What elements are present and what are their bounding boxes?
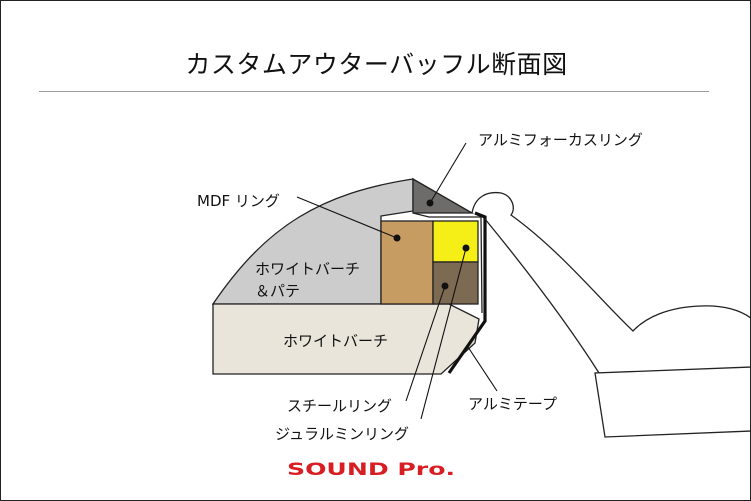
aluminum-tape-strip <box>447 211 487 374</box>
inner-wall-outline <box>412 212 483 314</box>
dot-steel-ring <box>441 282 449 290</box>
leader-mdf-ring <box>296 196 398 239</box>
speaker-cone-outline <box>471 191 750 332</box>
aluminum-focus-ring-region <box>412 177 475 214</box>
leader-duralumin-ring <box>420 247 467 420</box>
label-steel-ring: スチールリング <box>287 397 392 415</box>
label-white-birch: ホワイトバーチ <box>283 332 388 350</box>
dot-aluminum-focus-ring <box>426 199 434 207</box>
label-duralumin-ring: ジュラルミンリング <box>275 425 409 443</box>
label-aluminum-focus-ring: アルミフォーカスリング <box>478 131 643 149</box>
label-mdf-ring: MDF リング <box>197 192 280 210</box>
duralumin-ring-region <box>432 220 479 263</box>
label-aluminum-tape: アルミテープ <box>468 395 557 413</box>
leader-steel-ring <box>405 285 446 402</box>
label-white-birch-putty-line2: ＆パテ <box>255 282 300 300</box>
speaker-cone-inner-outline <box>484 218 600 374</box>
speaker-frame-outline <box>594 366 750 438</box>
steel-ring-region <box>432 261 479 305</box>
page-title: カスタムアウターバッフル断面図 <box>185 50 568 79</box>
dot-mdf-ring <box>393 234 401 242</box>
mdf-ring-region <box>380 220 434 305</box>
leader-aluminum-tape <box>467 346 498 392</box>
label-white-birch-putty: ホワイトバーチ <box>255 260 360 278</box>
title-divider <box>39 91 709 92</box>
leader-aluminum-focus-ring <box>429 142 467 204</box>
sound-pro-logo: SOUND Pro. <box>287 460 455 480</box>
dot-duralumin-ring <box>462 244 470 252</box>
